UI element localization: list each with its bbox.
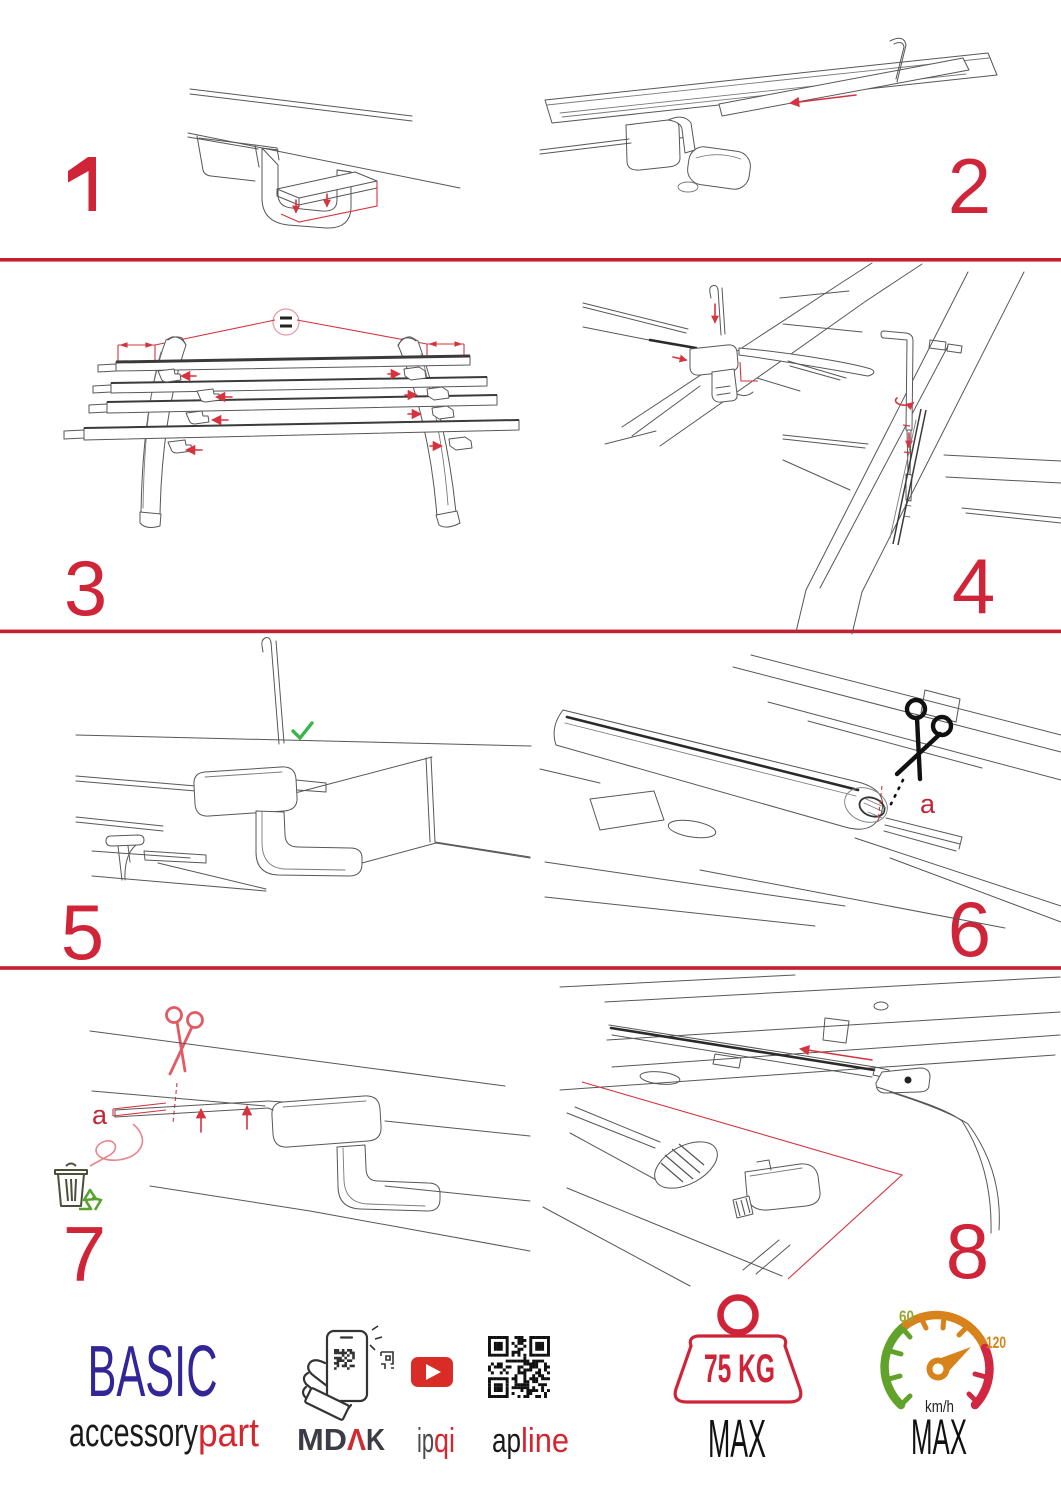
svg-text:5: 5 — [61, 888, 104, 976]
svg-text:BASIC: BASIC — [88, 1332, 218, 1412]
svg-text:a: a — [920, 789, 936, 819]
svg-text:qi: qi — [434, 1422, 455, 1460]
svg-text:K: K — [366, 1422, 386, 1457]
svg-text:4: 4 — [952, 542, 995, 630]
svg-text:6: 6 — [948, 885, 991, 973]
svg-text:part: part — [198, 1411, 259, 1455]
svg-text:a: a — [92, 1100, 108, 1130]
svg-text:7: 7 — [63, 1210, 106, 1298]
svg-text:accessory: accessory — [69, 1411, 198, 1455]
svg-text:km/h: km/h — [925, 1397, 954, 1416]
svg-text:ap: ap — [492, 1422, 521, 1460]
svg-text:120: 120 — [986, 1333, 1006, 1352]
svg-text:3: 3 — [64, 544, 107, 632]
svg-text:MD: MD — [297, 1422, 347, 1457]
svg-text:8: 8 — [946, 1207, 989, 1295]
svg-text:75 KG: 75 KG — [704, 1347, 775, 1391]
svg-text:2: 2 — [948, 142, 991, 230]
svg-text:MAX: MAX — [911, 1409, 967, 1465]
svg-text:Λ: Λ — [347, 1422, 366, 1457]
svg-text:line: line — [521, 1422, 569, 1460]
svg-text:MAX: MAX — [708, 1409, 766, 1469]
svg-text:ip: ip — [417, 1422, 434, 1460]
svg-text:60: 60 — [899, 1307, 914, 1326]
